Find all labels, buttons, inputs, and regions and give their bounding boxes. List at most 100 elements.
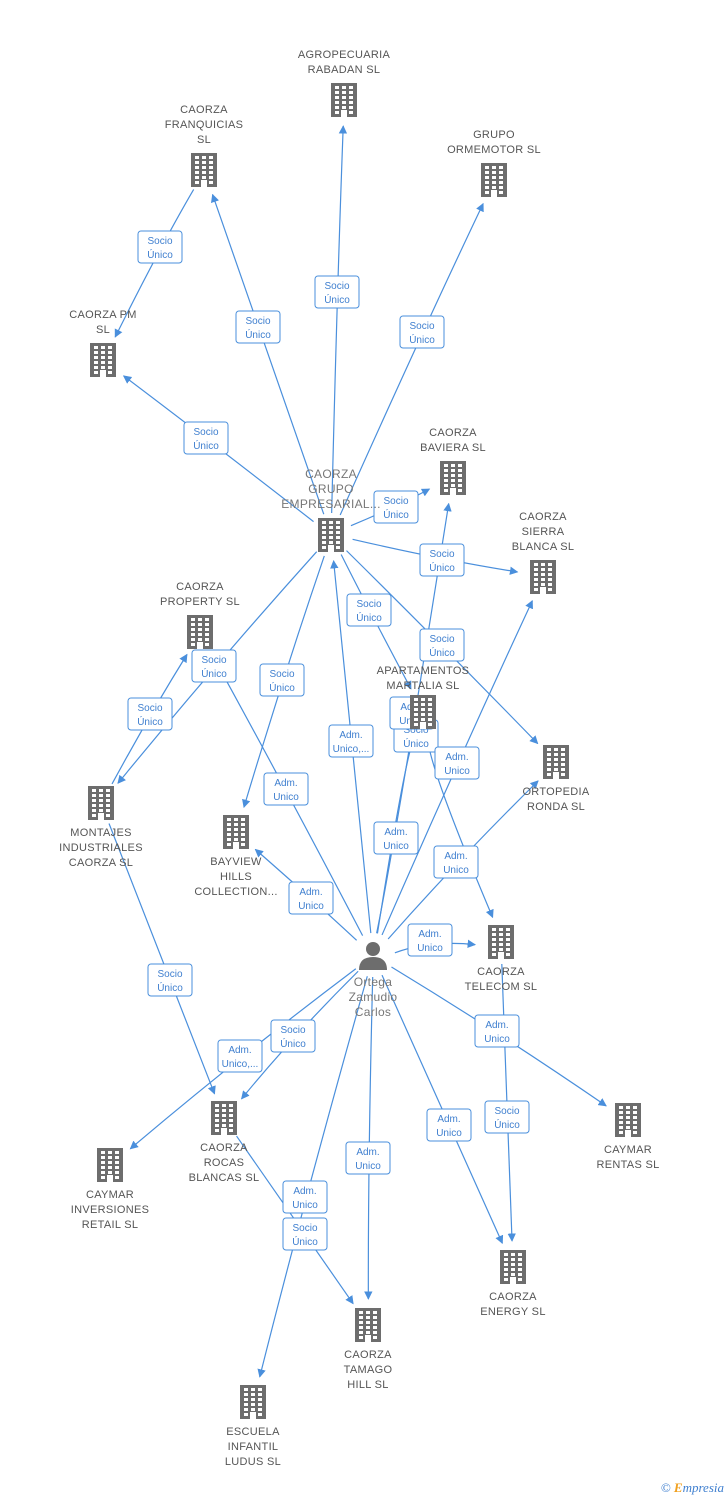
company-node-grupo[interactable]: CAORZAGRUPOEMPRESARIAL... bbox=[281, 467, 381, 552]
edge-label-text: Adm. bbox=[228, 1045, 251, 1056]
node-label-line: INDUSTRIALES bbox=[59, 842, 143, 854]
edge-label-box bbox=[373, 821, 419, 855]
edge-label-box bbox=[433, 845, 479, 879]
node-label-line: INVERSIONES bbox=[71, 1204, 150, 1216]
node-label-line: CAORZA bbox=[429, 427, 477, 439]
edge-label-text: Socio bbox=[383, 496, 408, 507]
edge-label-text: Socio bbox=[269, 669, 294, 680]
company-node-bayview[interactable]: BAYVIEWHILLSCOLLECTION... bbox=[194, 815, 277, 898]
edge-label-text: Socio bbox=[245, 316, 270, 327]
node-label-line: GRUPO bbox=[308, 482, 354, 496]
edge-label-text: Socio bbox=[409, 321, 434, 332]
edge-label[interactable]: Adm.Unico bbox=[474, 1014, 520, 1048]
node-label-line: BLANCAS SL bbox=[189, 1172, 260, 1184]
edge-label[interactable]: Adm.Unico,... bbox=[328, 724, 374, 758]
edge-label[interactable]: Adm.Unico bbox=[263, 772, 309, 806]
edge-label-text: Socio bbox=[147, 236, 172, 247]
edge-label-text: Único bbox=[201, 667, 227, 680]
node-label-line: ORMEMOTOR SL bbox=[447, 144, 541, 156]
node-label-line: CAORZA PM bbox=[69, 309, 137, 321]
node-label-line: RABADAN SL bbox=[308, 64, 381, 76]
building-icon bbox=[97, 1148, 123, 1182]
edge-label-text: Adm. bbox=[274, 778, 297, 789]
empresia-brand[interactable]: © Empresia bbox=[661, 1480, 724, 1496]
node-label-line: ORTOPEDIA bbox=[522, 786, 589, 798]
edge-label[interactable]: Adm. Unico bbox=[426, 1108, 472, 1142]
edge-label[interactable]: Adm.Unico bbox=[288, 881, 334, 915]
edge-label-box bbox=[183, 421, 229, 455]
edge-label[interactable]: Adm.Unico bbox=[345, 1141, 391, 1175]
node-label-line: ENERGY SL bbox=[480, 1306, 545, 1318]
node-label-line: TAMAGO bbox=[344, 1364, 393, 1376]
edge-label[interactable]: Adm.Unico bbox=[434, 746, 480, 780]
edge-label-text: Único bbox=[356, 611, 382, 624]
edge-label-text: Único bbox=[494, 1118, 520, 1131]
edge-label-box bbox=[191, 649, 237, 683]
edge-label-text: Adm. bbox=[437, 1114, 460, 1125]
node-label-line: CAORZA bbox=[477, 966, 525, 978]
node-label-line: SL bbox=[96, 324, 110, 336]
edge-grupo-to-agropecuaria bbox=[331, 125, 348, 514]
edge-label-text: Unico bbox=[436, 1128, 462, 1139]
node-label-line: Zamudio bbox=[349, 990, 398, 1004]
building-icon bbox=[211, 1101, 237, 1135]
edge-label-text: Adm. bbox=[418, 929, 441, 940]
edge-label-text: Único bbox=[269, 681, 295, 694]
edge-label-box bbox=[282, 1180, 328, 1214]
edge-label-box bbox=[419, 543, 465, 577]
edge-label-text: Único bbox=[383, 508, 409, 521]
edge-label[interactable]: Adm.Unico bbox=[373, 821, 419, 855]
building-icon bbox=[440, 461, 466, 495]
edge-label-text: Socio bbox=[403, 725, 428, 736]
edge-label-text: Socio bbox=[429, 634, 454, 645]
company-node-pm[interactable]: CAORZA PM SL bbox=[69, 309, 137, 377]
node-label-line: Carlos bbox=[355, 1005, 391, 1019]
node-label-line: INFANTIL bbox=[228, 1441, 279, 1453]
edge-label-box bbox=[270, 1019, 316, 1053]
edge-ortega-to-tamago bbox=[364, 976, 374, 1300]
edge-label[interactable]: Adm.Unico bbox=[282, 1180, 328, 1214]
edge-label[interactable]: Adm.Unico bbox=[433, 845, 479, 879]
edge-label-box bbox=[263, 772, 309, 806]
edge-label-text: Adm. bbox=[444, 851, 467, 862]
building-icon bbox=[191, 153, 217, 187]
edge-label[interactable]: Adm.Unico,... bbox=[217, 1039, 263, 1073]
edge-label[interactable]: Adm.Unico bbox=[407, 923, 453, 957]
edge-label-text: Único bbox=[193, 439, 219, 452]
